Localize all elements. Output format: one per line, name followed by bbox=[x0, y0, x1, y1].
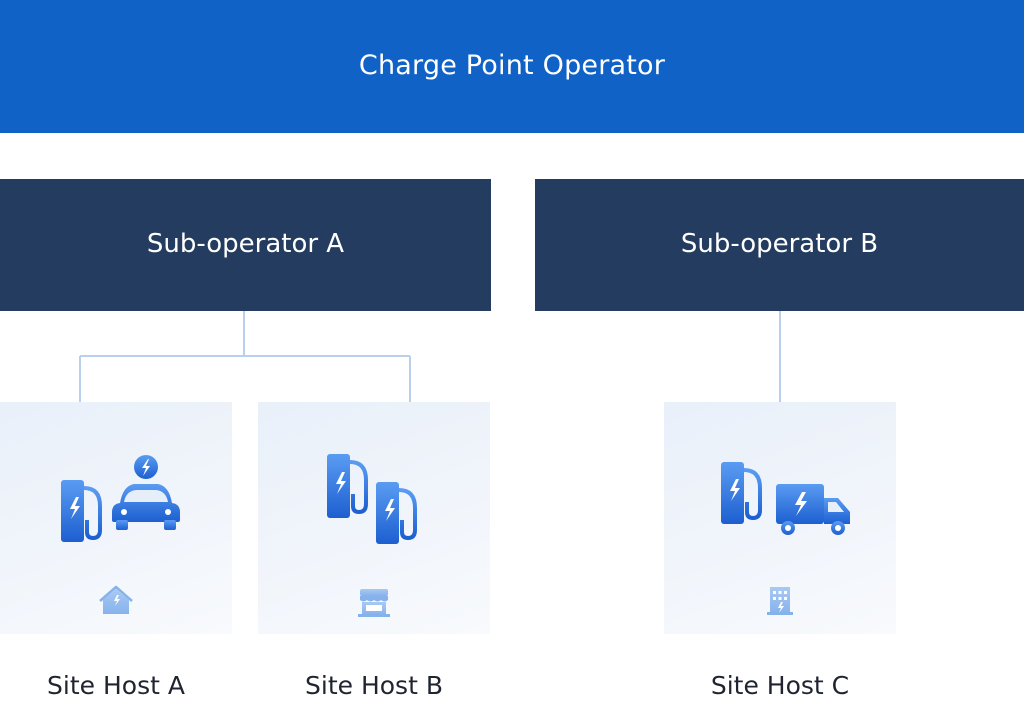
charger-icon bbox=[61, 480, 102, 542]
shop-icon bbox=[358, 589, 390, 617]
site-host-b-label: Site Host B bbox=[305, 671, 443, 700]
site-host-a-card bbox=[0, 402, 232, 634]
sub-operator-b-label: Sub-operator B bbox=[680, 229, 879, 259]
site-host-c-label: Site Host C bbox=[710, 671, 850, 700]
truck-icon bbox=[776, 484, 850, 535]
sub-operator-a-label: Sub-operator A bbox=[146, 229, 345, 259]
sub-operator-a-box: Sub-operator A bbox=[0, 179, 491, 311]
charger-icon bbox=[327, 454, 368, 518]
charger-icon bbox=[721, 462, 762, 524]
operator-box: Charge Point Operator bbox=[0, 0, 1024, 133]
site-host-c-card bbox=[664, 402, 896, 634]
site-host-b-card bbox=[258, 402, 490, 634]
home-icon bbox=[99, 585, 133, 614]
car-icon bbox=[112, 455, 180, 530]
site-host-a-label: Site Host A bbox=[47, 671, 185, 700]
charger-icon bbox=[376, 482, 417, 544]
connector-a bbox=[79, 311, 411, 402]
sub-operator-b-box: Sub-operator B bbox=[535, 179, 1024, 311]
operator-title: Charge Point Operator bbox=[358, 50, 666, 81]
building-icon bbox=[767, 587, 793, 615]
